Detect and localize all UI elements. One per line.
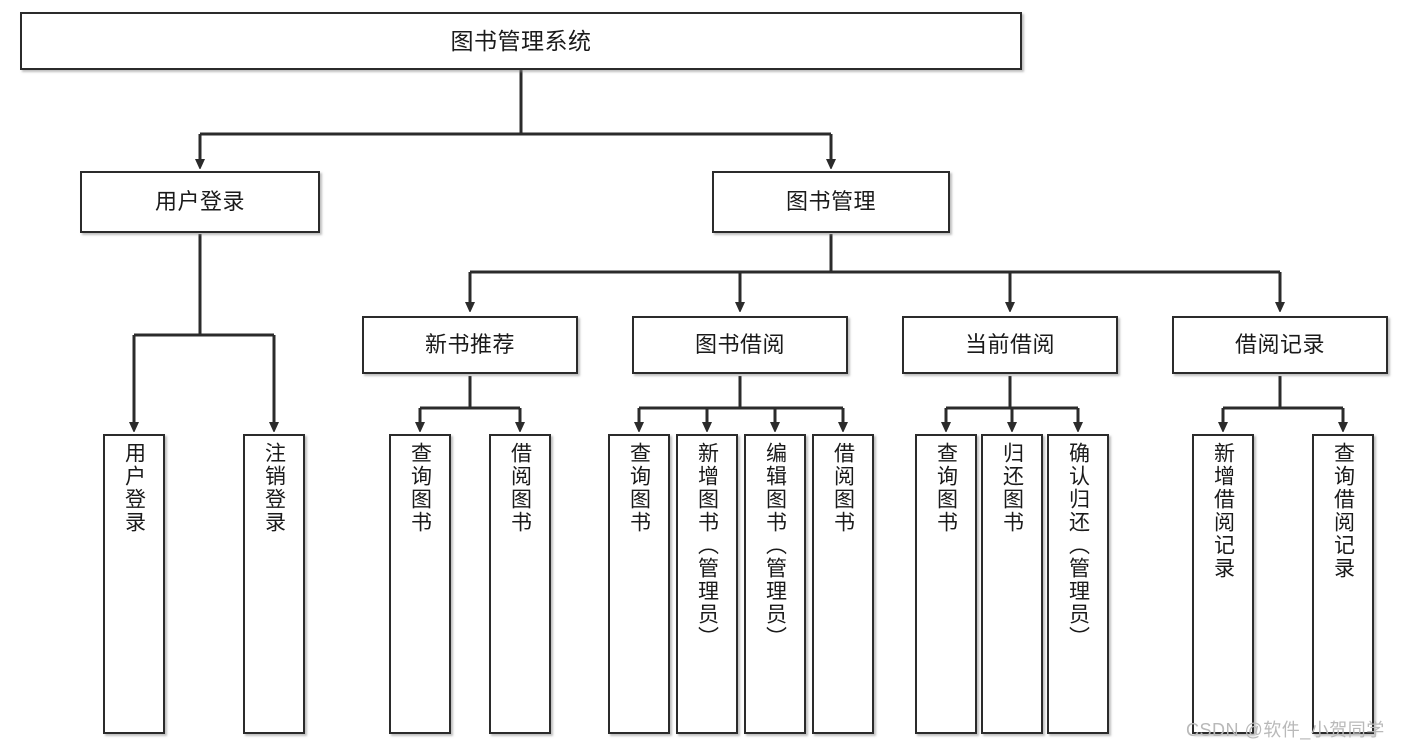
node-book-borrow[interactable]: 图书借阅 [632, 316, 848, 374]
node-label: 新增图书（管理员） [695, 442, 719, 649]
node-label: 当前借阅 [964, 332, 1055, 358]
leaf-user-login-login[interactable]: 用户登录 [103, 434, 165, 734]
node-label: 新书推荐 [424, 332, 515, 358]
node-label: 查询图书 [408, 442, 432, 534]
leaf-user-login-logout[interactable]: 注销登录 [243, 434, 305, 734]
leaf-current-query-book[interactable]: 查询图书 [915, 434, 977, 734]
node-user-login[interactable]: 用户登录 [80, 171, 320, 233]
node-label: 用户登录 [122, 442, 146, 534]
leaf-borrow-add-book[interactable]: 新增图书（管理员） [676, 434, 738, 734]
node-label: 用户登录 [154, 189, 245, 215]
leaf-new-book-query[interactable]: 查询图书 [389, 434, 451, 734]
node-label: 归还图书 [1000, 442, 1024, 534]
node-label: 图书管理 [785, 189, 876, 215]
node-label: 新增借阅记录 [1211, 442, 1235, 580]
leaf-current-return-book[interactable]: 归还图书 [981, 434, 1043, 734]
node-borrow-record[interactable]: 借阅记录 [1172, 316, 1388, 374]
node-label: 借阅图书 [831, 442, 855, 534]
leaf-borrow-query-book[interactable]: 查询图书 [608, 434, 670, 734]
node-label: 注销登录 [262, 442, 286, 534]
leaf-record-query[interactable]: 查询借阅记录 [1312, 434, 1374, 734]
node-label: 借阅图书 [508, 442, 532, 534]
node-label: 借阅记录 [1234, 332, 1325, 358]
node-root-system[interactable]: 图书管理系统 [20, 12, 1022, 70]
node-label: 确认归还（管理员） [1066, 442, 1090, 649]
csdn-watermark: CSDN @软件_小贺同学 [1186, 720, 1385, 740]
node-label: 查询图书 [627, 442, 651, 534]
node-label: 图书借阅 [694, 332, 785, 358]
node-label: 图书管理系统 [450, 27, 592, 54]
node-book-management[interactable]: 图书管理 [712, 171, 950, 233]
leaf-borrow-edit-book[interactable]: 编辑图书（管理员） [744, 434, 806, 734]
node-label: 编辑图书（管理员） [763, 442, 787, 649]
node-new-book-recommend[interactable]: 新书推荐 [362, 316, 578, 374]
leaf-borrow-borrow-book[interactable]: 借阅图书 [812, 434, 874, 734]
node-label: 查询借阅记录 [1331, 442, 1355, 580]
node-current-borrow[interactable]: 当前借阅 [902, 316, 1118, 374]
node-label: 查询图书 [934, 442, 958, 534]
leaf-new-book-borrow[interactable]: 借阅图书 [489, 434, 551, 734]
leaf-current-confirm-return[interactable]: 确认归还（管理员） [1047, 434, 1109, 734]
leaf-record-add[interactable]: 新增借阅记录 [1192, 434, 1254, 734]
